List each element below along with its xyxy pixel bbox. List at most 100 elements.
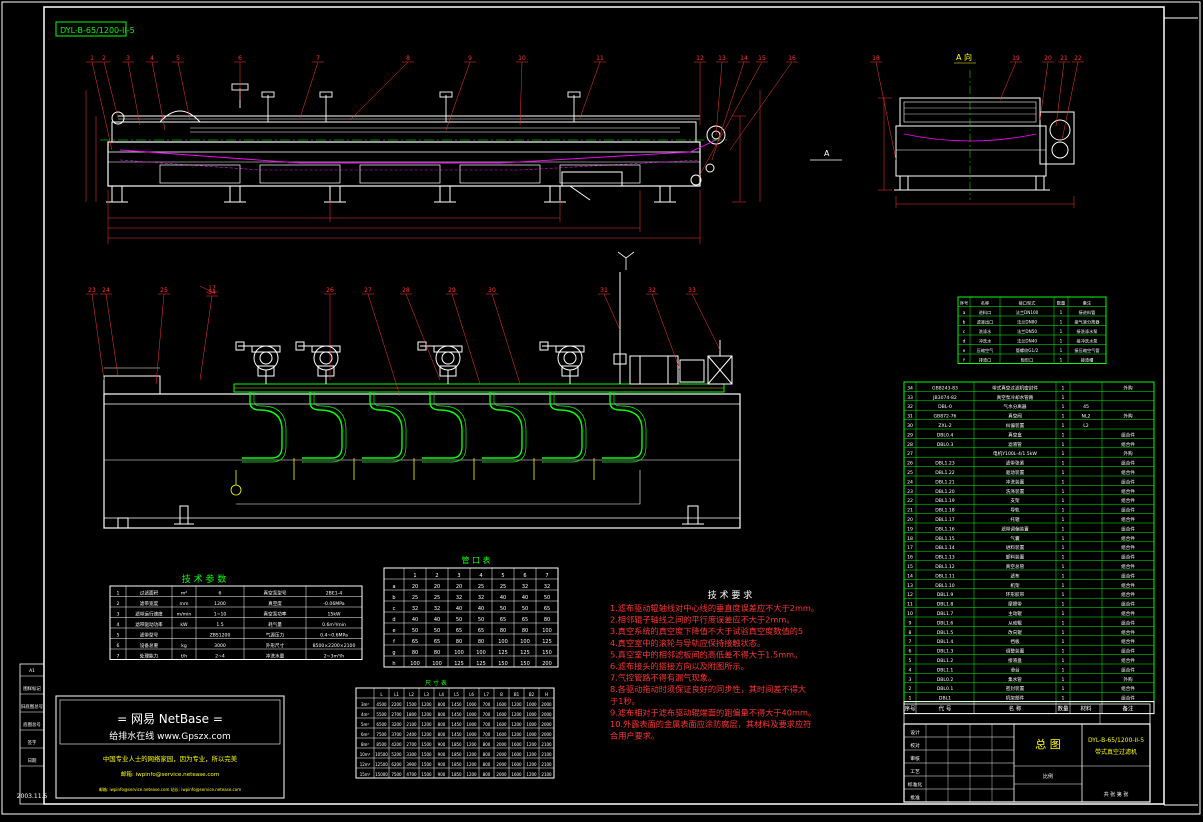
table-cell: 125 <box>498 650 508 656</box>
table-header-cell: B1 <box>514 692 520 697</box>
table-cell: 改向辊 <box>1008 629 1022 636</box>
tech-requirements: 技 术 要 求1.滤布驱动辊轴线对中心线的垂直度误差应不大于2mm。2.相邻辊子… <box>610 589 819 741</box>
tech-req-item: 8.各驱动拖动时须保证良好的同步性，其时间差不得大 <box>610 684 806 694</box>
table-cell: 1200 <box>421 712 432 717</box>
table-cell: 7 <box>117 654 120 660</box>
table-cell: 1 <box>1062 498 1065 504</box>
table-cell: 800 <box>438 732 446 737</box>
table-cell: 1600 <box>496 712 507 717</box>
tech-req-title: 技 术 要 求 <box>708 589 753 601</box>
balloon-17: 17 <box>208 285 216 292</box>
table-cell: 1450 <box>451 702 462 707</box>
side-view-title: A 向 <box>956 52 972 62</box>
table-cell: 1200 <box>526 742 537 747</box>
table-cell: 1600 <box>511 762 522 767</box>
balloon-11: 11 <box>596 55 604 62</box>
table-cell: 洗涤水 <box>979 328 992 335</box>
table-cell: 1 <box>1060 339 1063 344</box>
table-cell: 40 <box>412 617 418 623</box>
table-cell: DBL1.21 <box>935 479 955 485</box>
table-cell: 80 <box>500 628 506 634</box>
balloon-16: 16 <box>788 55 796 62</box>
table-cell: m/min <box>177 612 192 618</box>
table-header-cell: L2 <box>409 692 414 697</box>
table-cell: 卸料装置 <box>1006 554 1025 561</box>
table-cell: DBL1.19 <box>935 498 955 504</box>
table-cell: 12m² <box>360 762 371 767</box>
table-cell: 集水管 <box>1008 676 1022 683</box>
title-block-label: 批准 <box>910 794 920 801</box>
table-cell: DBL1.6 <box>937 620 954 626</box>
table-cell: DBL1.13 <box>935 555 955 561</box>
table-header-cell: L3 <box>424 692 429 697</box>
table-cell: 3300 <box>406 752 417 757</box>
table-cell: 150 <box>542 650 552 656</box>
table-cell: 气水分离器 <box>1004 403 1027 410</box>
table-cell: 1 <box>1062 479 1065 485</box>
table-cell: 组合件 <box>1121 431 1135 438</box>
bom-header-cell: 序号 <box>904 705 916 713</box>
table-cell: DBL1.20 <box>935 489 955 495</box>
table-cell: 组合件 <box>1121 497 1135 504</box>
table-cell: DBL1.22 <box>935 470 955 476</box>
title-block-label: 审核 <box>910 755 920 762</box>
balloon-20: 20 <box>1044 55 1052 62</box>
table-cell: 20 <box>456 584 462 590</box>
table-cell: 1 <box>1062 461 1065 467</box>
table-cell: 1200 <box>466 762 477 767</box>
table-cell: 接冲洗水泵 <box>1077 338 1098 345</box>
table-cell: 8500 <box>376 742 387 747</box>
table-cell: 1200 <box>526 772 537 777</box>
table-header-cell: 接口型式 <box>1019 300 1037 307</box>
table-cell: 80 <box>522 628 528 634</box>
table-cell: kg <box>181 643 187 649</box>
table-cell: 1450 <box>451 712 462 717</box>
table-cell: 0.6m³/min <box>322 622 346 628</box>
table-cell: f <box>963 358 965 363</box>
drain-hook-pipe <box>302 392 343 459</box>
table-header-cell: 数量 <box>1057 300 1065 307</box>
table-cell: 1 <box>1062 696 1065 702</box>
table-cell: 滤布 <box>1010 572 1020 579</box>
table-cell: 管螺纹G1/2 <box>1016 347 1039 354</box>
table-cell: 1 <box>1062 677 1065 683</box>
tech-req-item: 5.真空室中的相邻滤板间的高低差不得大于1.5mm。 <box>610 649 802 659</box>
table-cell: 100 <box>476 650 486 656</box>
table-cell: 组合件 <box>1121 460 1135 467</box>
tech-req-item: 于1秒。 <box>610 696 640 706</box>
table-cell: DBL0.4 <box>937 432 954 438</box>
table-header-cell: B2 <box>529 692 535 697</box>
balloon-22: 22 <box>1074 55 1082 62</box>
table-cell: 导轨 <box>1010 507 1020 514</box>
table-cell: 组合件 <box>1121 619 1135 626</box>
table-cell: 40 <box>434 617 440 623</box>
tech-req-item: 10.外露表面的金属表面应涂防腐层，其材料及要求应符 <box>610 719 811 729</box>
table-cell: DBL1.17 <box>935 517 955 523</box>
table-cell: 50 <box>544 595 550 601</box>
table-cell: 80 <box>412 650 418 656</box>
table-cell: 1.5 <box>216 622 223 628</box>
left-strip-label: 底图总号 <box>23 721 41 728</box>
table-cell: DBL1.14 <box>935 545 955 551</box>
table-cell: 接渣槽 <box>1081 357 1094 364</box>
drawing-subtitle: 带式真空过滤机 <box>1095 748 1137 756</box>
table-cell: 0.4~0.6MPa <box>320 633 348 639</box>
table-cell: f <box>393 639 395 645</box>
table-cell: 1 <box>1062 385 1065 391</box>
drain-hook-pipe <box>242 392 283 459</box>
table-cell: 15m² <box>360 772 371 777</box>
table-cell: 5 <box>909 658 912 664</box>
table-cell: 15kW <box>327 612 341 618</box>
table-cell: 10500 <box>375 752 388 757</box>
table-cell: t/h <box>181 654 187 660</box>
table-cell: 8m² <box>361 742 369 747</box>
table-cell: 6500 <box>376 722 387 727</box>
table-cell: 1600 <box>511 772 522 777</box>
arrow-a-label: A <box>824 149 830 158</box>
table-cell: 1 <box>117 591 120 597</box>
left-strip-label: 签字 <box>28 739 37 746</box>
